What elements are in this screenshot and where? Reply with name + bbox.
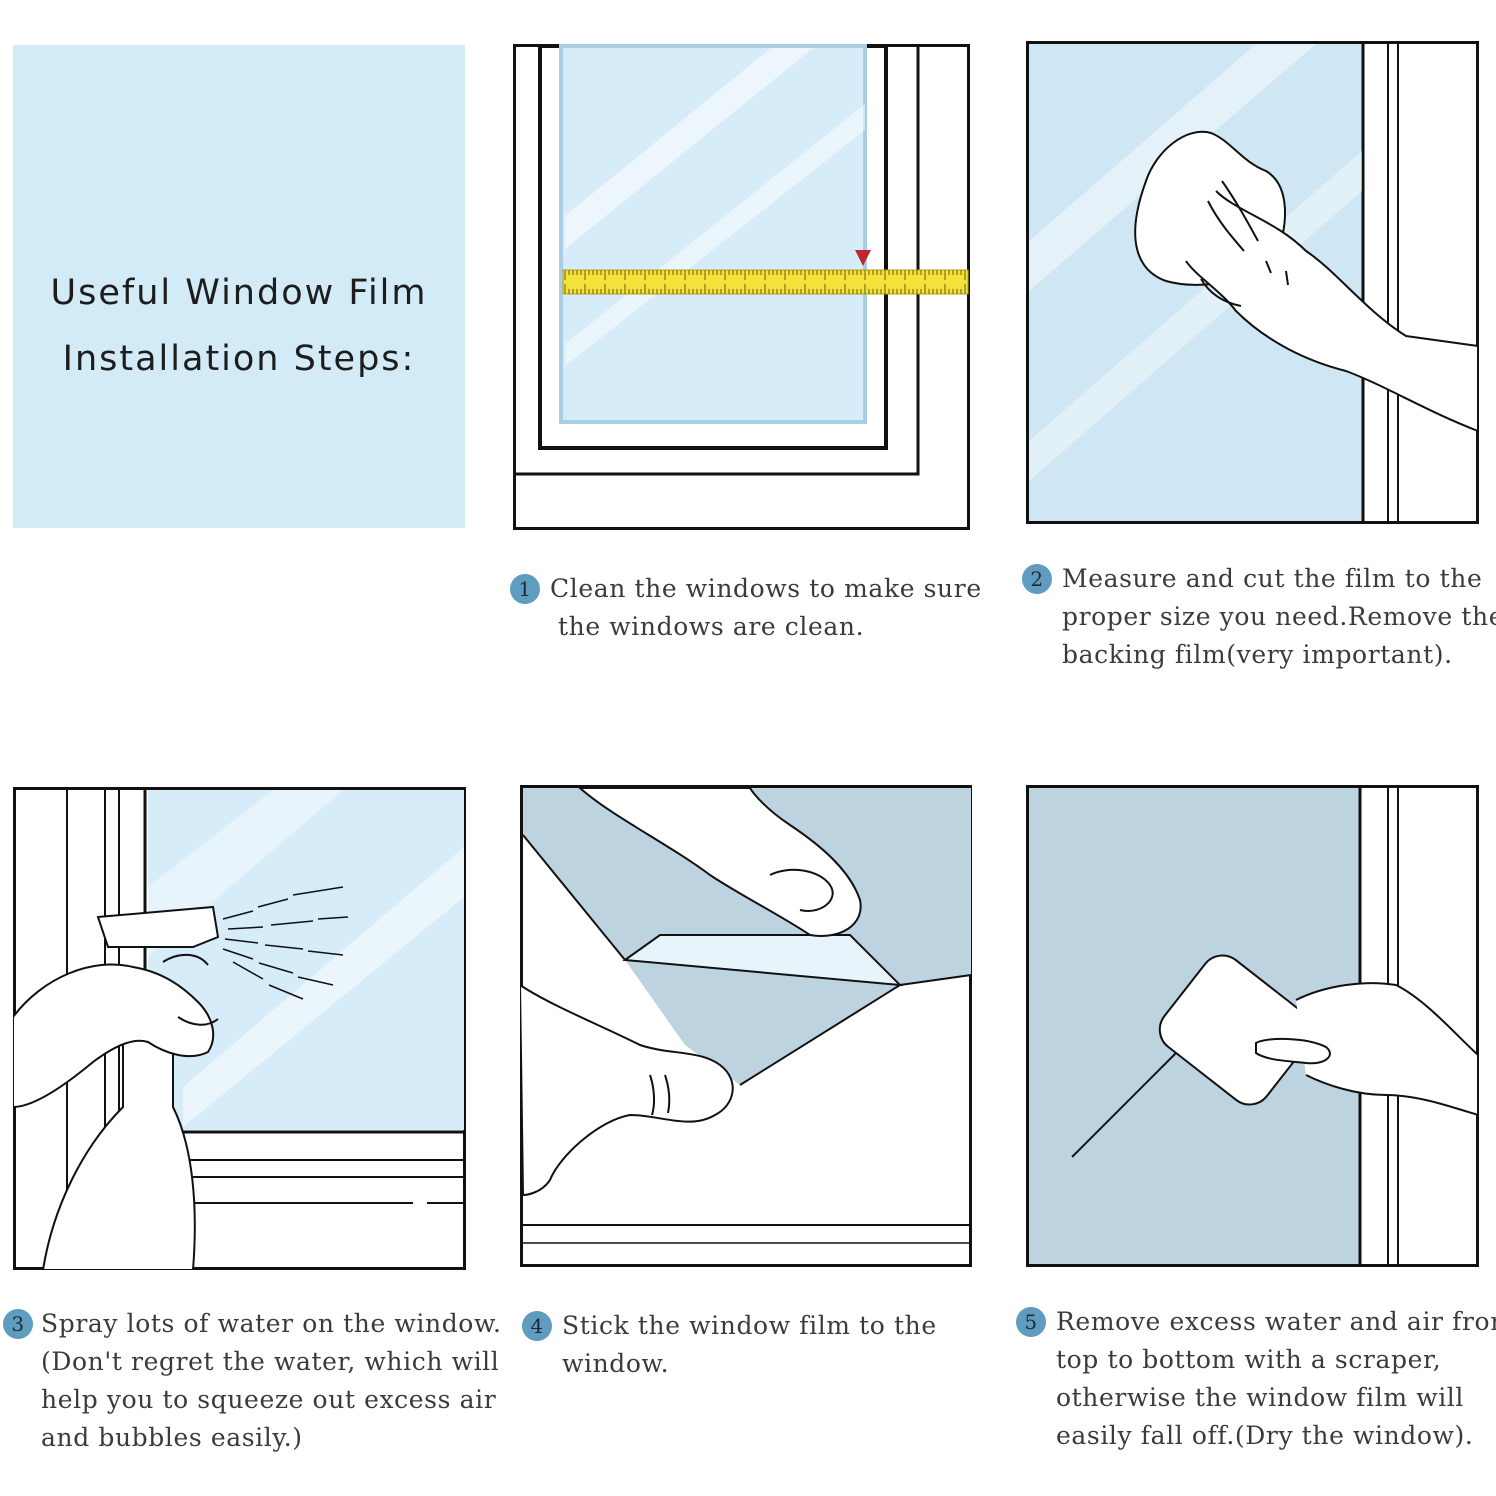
spray-bottle-icon	[13, 905, 220, 1270]
spray-mist-line	[268, 984, 304, 1000]
step-4-line-1: Stick the window film to the	[562, 1311, 937, 1340]
step-5-line-3: otherwise the window film will	[1056, 1383, 1464, 1412]
step-2-caption: 2 Measure and cut the film to the proper…	[1022, 560, 1496, 674]
spray-mist-line	[264, 944, 304, 950]
step-3-line-3: help you to squeeze out excess air	[41, 1385, 497, 1414]
spray-mist-line	[224, 938, 259, 944]
stick-scene	[520, 785, 972, 1267]
spray-mist-line	[270, 920, 314, 926]
spray-scene	[13, 787, 466, 1270]
step-5-line-2: top to bottom with a scraper,	[1056, 1345, 1442, 1374]
spray-mist-line	[222, 910, 254, 920]
illustration-scrape-film	[1026, 785, 1479, 1267]
spray-mist-line	[257, 898, 289, 908]
step-5-line-4: easily fall off.(Dry the window).	[1056, 1421, 1474, 1450]
step-4-badge: 4	[522, 1311, 552, 1341]
step-2-line-3: backing film(very important).	[1062, 640, 1453, 669]
step-3-line-4: and bubbles easily.)	[41, 1423, 303, 1452]
hand-holding-scraper-icon	[1158, 954, 1479, 1117]
hand-wiping-cloth-icon	[1134, 130, 1479, 433]
step-1-line-2: the windows are clean.	[558, 612, 865, 641]
step-1-caption: 1 Clean the windows to make sure the win…	[510, 570, 982, 646]
spray-mist-line	[297, 976, 334, 986]
spray-mist-line	[232, 961, 264, 980]
step-5-caption: 5 Remove excess water and air from top t…	[1016, 1303, 1496, 1455]
step-3-line-1: Spray lots of water on the window.	[41, 1309, 502, 1338]
step-2-line-1: Measure and cut the film to the	[1062, 564, 1483, 593]
spray-mist-line	[292, 886, 344, 896]
step-4-caption: 4 Stick the window film to the window.	[522, 1307, 937, 1383]
title-line-2: Installation Steps:	[62, 339, 416, 379]
spray-mist-line	[258, 962, 294, 974]
step-1-line-1: Clean the windows to make sure	[550, 574, 982, 603]
step-3-line-2: (Don't regret the water, which will	[41, 1347, 500, 1376]
step-4-line-2: window.	[562, 1349, 670, 1378]
window-frame-illustration	[513, 44, 970, 530]
measuring-tape-icon	[562, 250, 969, 295]
step-5-badge: 5	[1016, 1307, 1046, 1337]
spray-mist-line	[307, 950, 344, 956]
marker-arrow-icon	[855, 250, 871, 266]
scrape-scene	[1026, 785, 1479, 1267]
spray-mist-line	[222, 948, 254, 960]
hands-peeling-film-icon	[520, 787, 862, 1197]
spray-mist-line	[317, 916, 349, 920]
illustration-measure-window	[513, 44, 970, 530]
illustration-spray-window	[13, 787, 466, 1270]
title-line-1: Useful Window Film	[50, 273, 428, 313]
step-5-line-1: Remove excess water and air from	[1056, 1307, 1496, 1336]
step-3-badge: 3	[3, 1309, 33, 1339]
illustration-stick-film	[520, 785, 972, 1267]
step-2-badge: 2	[1022, 564, 1052, 594]
step-3-caption: 3 Spray lots of water on the window. (Do…	[3, 1305, 502, 1457]
step-1-badge: 1	[510, 574, 540, 604]
title-panel: Useful Window Film Installation Steps:	[13, 45, 465, 528]
illustration-wipe-window	[1026, 41, 1479, 524]
wipe-scene	[1026, 41, 1479, 524]
step-2-line-2: proper size you need.Remove the	[1062, 602, 1496, 631]
spray-mist-line	[227, 926, 264, 930]
